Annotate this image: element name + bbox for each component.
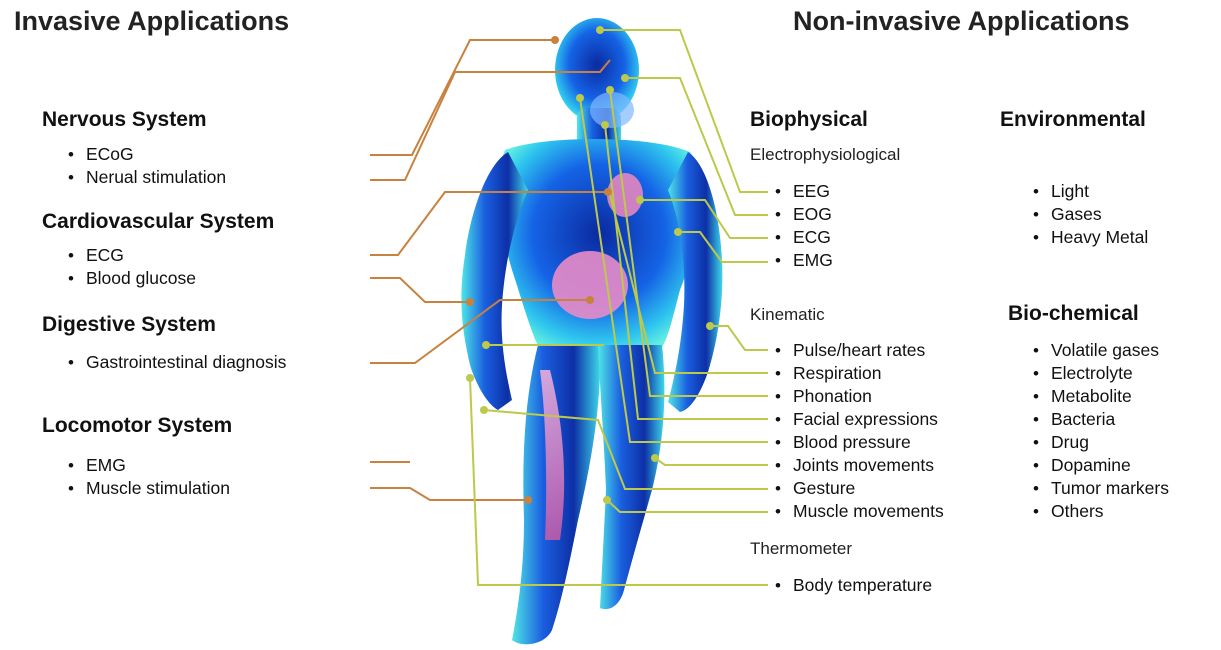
list-item: ECG [775,226,833,249]
list-item: Bacteria [1033,408,1169,431]
electrophysiological-list: EEG EOG ECG EMG [775,180,833,272]
biochemical-list: Volatile gases Electrolyte Metabolite Ba… [1033,339,1169,523]
list-item: Gases [1033,203,1148,226]
list-item: Volatile gases [1033,339,1169,362]
list-item: Blood glucose [68,267,196,290]
list-item: Respiration [775,362,944,385]
list-item: Drug [1033,431,1169,454]
list-item: Nerual stimulation [68,166,226,189]
environmental-title: Environmental [1000,108,1146,132]
environmental-list: Light Gases Heavy Metal [1033,180,1148,249]
list-item: Body temperature [775,574,932,597]
digestive-system-title: Digestive System [42,313,216,337]
list-item: Gastrointestinal diagnosis [68,351,286,374]
thermometer-label: Thermometer [750,539,852,559]
digestive-system-list: Gastrointestinal diagnosis [68,351,286,374]
list-item: Joints movements [775,454,944,477]
locomotor-system-list: EMG Muscle stimulation [68,454,230,500]
list-item: Electrolyte [1033,362,1169,385]
list-item: Phonation [775,385,944,408]
list-item: Pulse/heart rates [775,339,944,362]
list-item: Light [1033,180,1148,203]
cardiovascular-system-title: Cardiovascular System [42,210,274,234]
list-item: Others [1033,500,1169,523]
list-item: ECG [68,244,196,267]
list-item: Facial expressions [775,408,944,431]
electrophysiological-label: Electrophysiological [750,145,900,165]
list-item: EMG [68,454,230,477]
noninvasive-heading: Non-invasive Applications [793,6,1130,37]
nervous-system-list: ECoG Nerual stimulation [68,143,226,189]
biophysical-title: Biophysical [750,108,868,132]
body-silhouette [461,18,722,644]
list-item: EOG [775,203,833,226]
list-item: Heavy Metal [1033,226,1148,249]
locomotor-system-title: Locomotor System [42,414,232,438]
list-item: Dopamine [1033,454,1169,477]
list-item: Metabolite [1033,385,1169,408]
list-item: ECoG [68,143,226,166]
biochemical-title: Bio-chemical [1008,302,1139,326]
list-item: EMG [775,249,833,272]
list-item: Muscle movements [775,500,944,523]
thermometer-list: Body temperature [775,574,932,597]
cardiovascular-system-list: ECG Blood glucose [68,244,196,290]
list-item: Gesture [775,477,944,500]
nervous-system-title: Nervous System [42,108,207,132]
kinematic-list: Pulse/heart rates Respiration Phonation … [775,339,944,523]
list-item: Tumor markers [1033,477,1169,500]
invasive-heading: Invasive Applications [14,6,289,37]
kinematic-label: Kinematic [750,305,825,325]
list-item: Muscle stimulation [68,477,230,500]
list-item: Blood pressure [775,431,944,454]
list-item: EEG [775,180,833,203]
